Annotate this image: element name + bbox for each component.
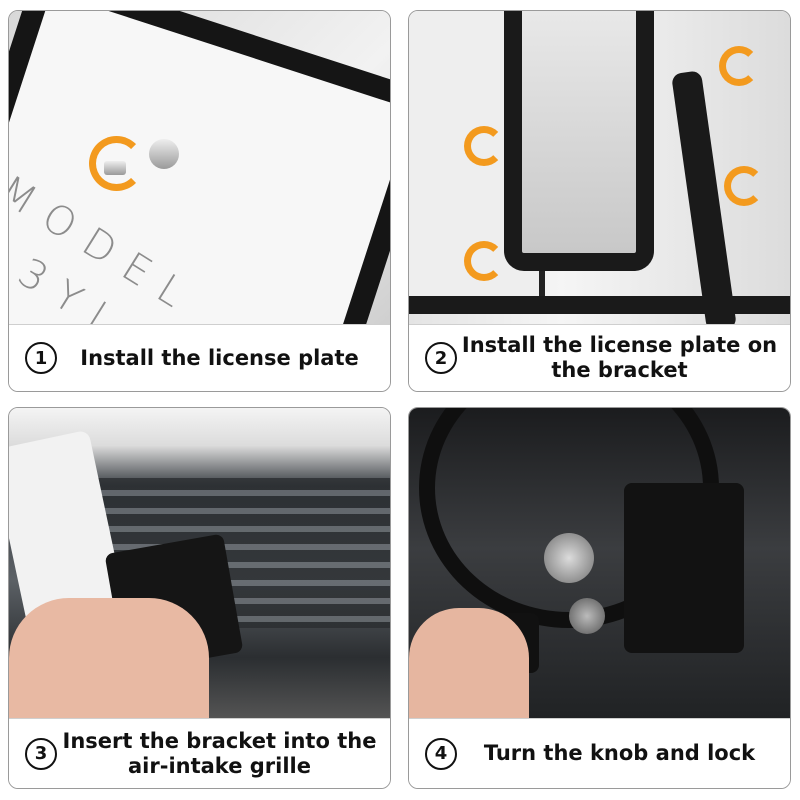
hand bbox=[9, 598, 209, 720]
step-text: Install the license plate bbox=[80, 345, 359, 370]
step-1-photo: MODEL 3YL bbox=[9, 11, 390, 326]
step-number: 1 bbox=[25, 342, 57, 374]
step-3-photo bbox=[9, 408, 390, 720]
rotate-arrow-icon bbox=[719, 46, 759, 86]
step-text: Insert the bracket into the air-intake g… bbox=[62, 728, 377, 778]
step-1-caption: 1 Install the license plate bbox=[9, 324, 390, 391]
rotate-arrow-icon bbox=[464, 241, 504, 281]
step-text: Turn the knob and lock bbox=[483, 741, 756, 765]
step-1-panel: MODEL 3YL 1 Install the license plate bbox=[8, 10, 391, 392]
step-number: 2 bbox=[425, 342, 457, 374]
step-3-caption: 3 Insert the bracket into the air-intake… bbox=[9, 718, 390, 788]
step-number: 4 bbox=[425, 737, 457, 770]
bracket-frame bbox=[504, 11, 654, 271]
lock-cylinder bbox=[569, 598, 605, 634]
screw-icon bbox=[104, 161, 126, 175]
lock-knob bbox=[544, 533, 594, 583]
step-4-photo bbox=[409, 408, 790, 720]
nut-icon bbox=[149, 139, 179, 169]
bracket-plate bbox=[624, 483, 744, 653]
step-2-photo bbox=[409, 11, 790, 326]
rotate-arrow-icon bbox=[464, 126, 504, 166]
step-2-panel: 2 Install the license plate on the brack… bbox=[408, 10, 791, 392]
step-2-caption: 2 Install the license plate on the brack… bbox=[409, 324, 790, 391]
rotate-arrow-icon bbox=[724, 166, 764, 206]
step-number: 3 bbox=[25, 737, 57, 770]
step-3-panel: 3 Insert the bracket into the air-intake… bbox=[8, 407, 391, 789]
rotate-arrow-icon bbox=[89, 136, 144, 191]
step-text: Install the license plate on the bracket bbox=[461, 333, 778, 382]
hand bbox=[409, 608, 529, 720]
step-4-panel: 4 Turn the knob and lock bbox=[408, 407, 791, 789]
bracket-bar bbox=[409, 296, 790, 314]
step-4-caption: 4 Turn the knob and lock bbox=[409, 718, 790, 788]
